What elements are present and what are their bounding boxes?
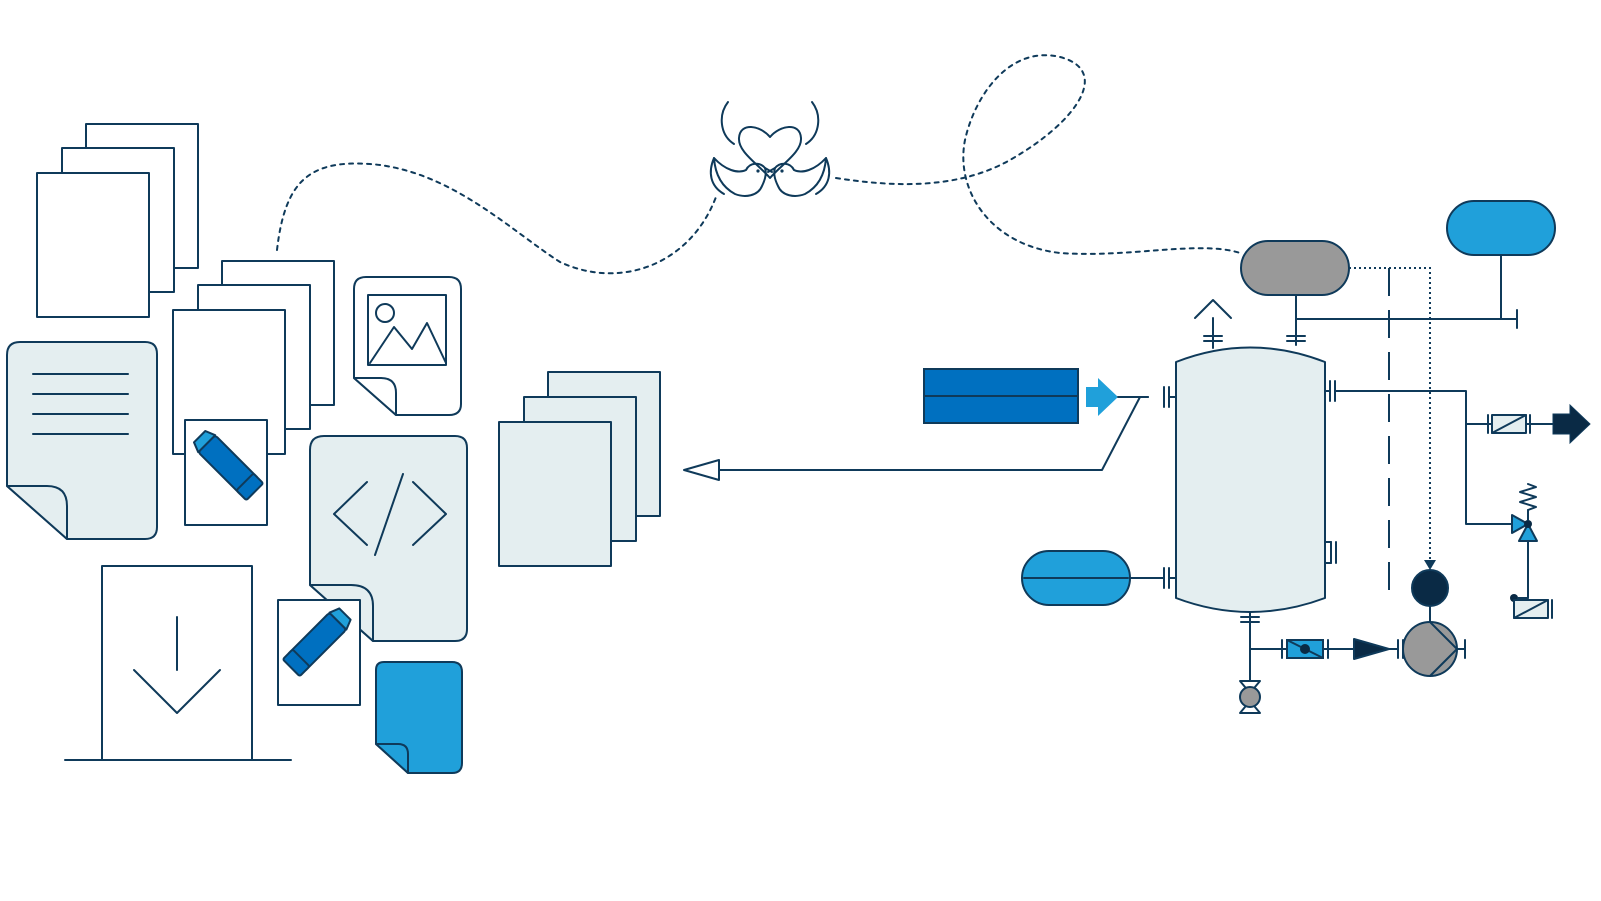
edit-document-small-icon: [277, 599, 361, 706]
bottom-piping: [1239, 638, 1466, 714]
output-document-stack-icon: [498, 371, 661, 567]
image-document-icon: [353, 276, 462, 416]
pressure-vessel-icon: [1163, 292, 1337, 691]
doves-heart-icon: [709, 101, 831, 197]
edit-document-icon: [184, 419, 268, 526]
download-document-icon: [64, 565, 292, 761]
side-tank-icon: [1021, 550, 1165, 606]
blue-document-icon: [375, 661, 463, 774]
edit-document-stack-icon: [172, 260, 335, 526]
valve-icon: [1487, 414, 1531, 434]
heater-block-icon: [923, 368, 1149, 424]
outlet-line: [1334, 390, 1591, 525]
pump-icon: [1402, 569, 1458, 677]
dashed-flight-path: [276, 162, 717, 275]
document-stack-icon: [36, 123, 199, 318]
dashed-flight-path-loop: [835, 54, 1241, 255]
text-document-icon: [6, 341, 158, 540]
control-line: [1349, 267, 1431, 563]
gray-tank-icon: [1240, 240, 1350, 296]
blue-tank-icon: [1295, 200, 1556, 329]
relief-valve-icon: [1510, 483, 1553, 619]
